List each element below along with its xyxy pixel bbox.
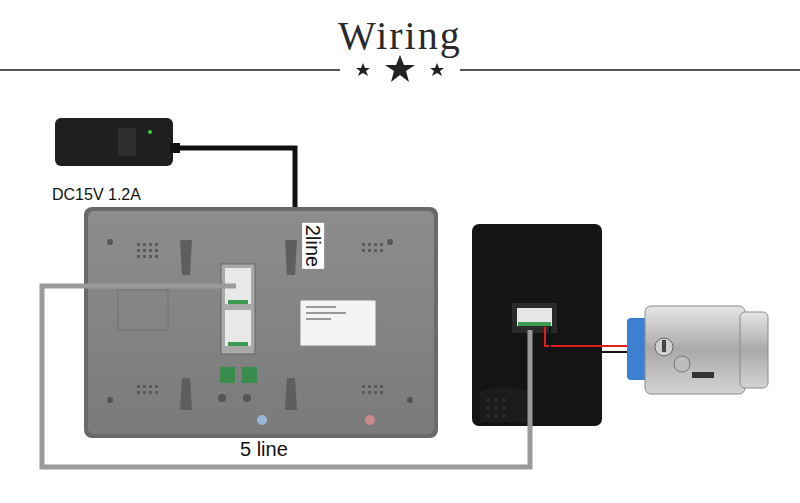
indoor-monitor bbox=[84, 207, 438, 438]
lock-wire-black bbox=[550, 327, 630, 352]
signal-cable bbox=[42, 286, 530, 467]
power-adapter bbox=[55, 118, 180, 166]
wire-label: 2line bbox=[302, 223, 324, 269]
lock-wire-red bbox=[545, 327, 630, 346]
power-adapter-node: DC15V 1.2A bbox=[55, 118, 173, 166]
header-rule bbox=[0, 55, 800, 82]
door-station bbox=[472, 224, 602, 426]
adapter-label: DC15V 1.2A bbox=[52, 186, 141, 204]
title: Wiring bbox=[338, 12, 462, 59]
wire-label: 5 line bbox=[238, 438, 290, 460]
electric-lock bbox=[627, 306, 768, 394]
